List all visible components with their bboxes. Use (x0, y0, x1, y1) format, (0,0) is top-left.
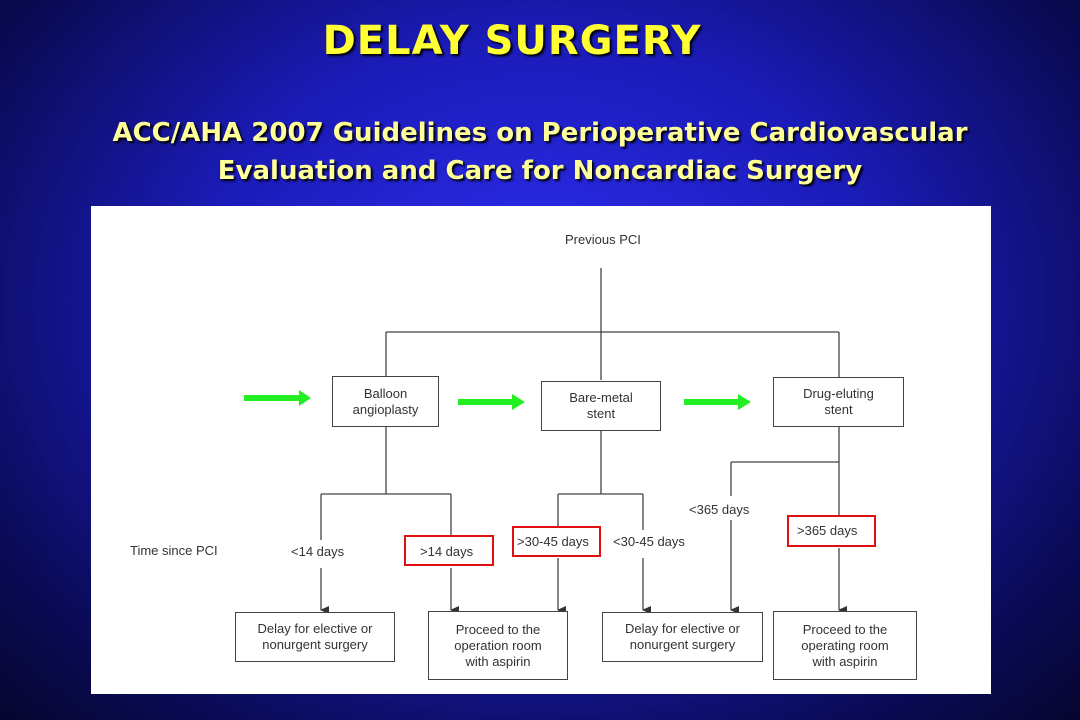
time-since-pci-label: Time since PCI (130, 543, 218, 558)
bms-late-label: >30-45 days (517, 534, 589, 549)
balloon-late-label: >14 days (420, 544, 474, 559)
slide-subtitle: ACC/AHA 2007 Guidelines on Perioperative… (0, 114, 1080, 190)
bms-line-2: stent (586, 406, 616, 421)
green-arrow-3 (684, 394, 751, 410)
balloon-line-1: Balloon (363, 385, 408, 401)
balloon-line-2: angioplasty (352, 401, 419, 417)
des-early-label: <365 days (689, 502, 750, 517)
outcome-3-line-1: Delay for elective or (625, 621, 740, 636)
outcome-1-line-2: nonurgent surgery (262, 637, 368, 652)
outcome-4-line-2: operating room (801, 637, 889, 653)
bms-line-1: Bare-metal (569, 390, 633, 405)
bms-early-label: <30-45 days (613, 534, 685, 549)
outcome-2-line-1: Proceed to the (455, 621, 541, 637)
des-line-2: stent (824, 402, 853, 417)
green-arrow-2 (458, 394, 525, 410)
root-label: Previous PCI (565, 232, 641, 247)
slide-title: DELAY SURGERY (322, 18, 702, 64)
highlight-des-late (787, 515, 876, 547)
highlight-bms-late (512, 526, 601, 557)
balloon-early-label: <14 days (291, 544, 345, 559)
des-line-1: Drug-eluting (803, 386, 874, 401)
des-late-label: >365 days (797, 523, 858, 538)
flowchart-connectors (244, 268, 847, 614)
outcome-3-line-2: nonurgent surgery (629, 637, 736, 652)
outcome-2-line-2: operation room (454, 637, 542, 653)
outcome-4-line-1: Proceed to the (802, 621, 888, 637)
highlight-balloon-late (404, 535, 494, 566)
outcome-2-line-3: with aspirin (465, 653, 531, 669)
subtitle-line-2: Evaluation and Care for Noncardiac Surge… (217, 156, 863, 186)
outcome-4-line-3: with aspirin (812, 653, 878, 669)
green-arrows (244, 390, 751, 410)
green-arrow-1 (244, 390, 311, 406)
outcome-1-line-1: Delay for elective or (257, 621, 373, 636)
subtitle-line-1: ACC/AHA 2007 Guidelines on Perioperative… (112, 118, 968, 148)
